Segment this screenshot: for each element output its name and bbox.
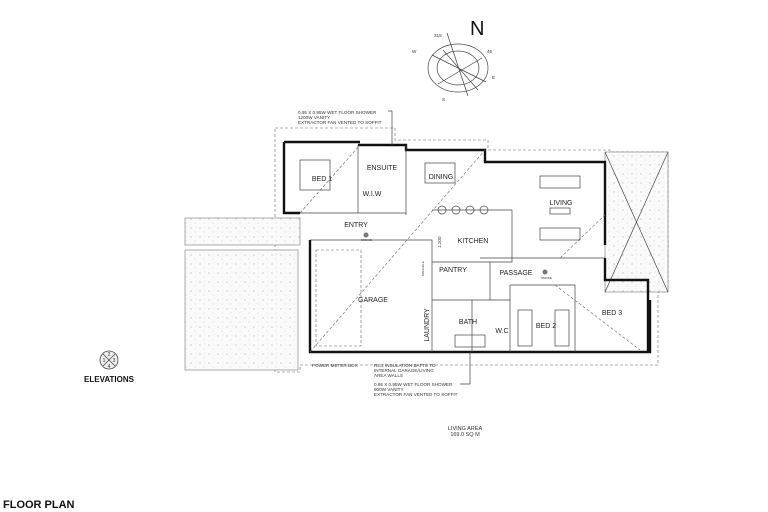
svg-text:0.95 X 0.95W WET FLOOR SHOWER: 0.95 X 0.95W WET FLOOR SHOWER: [298, 110, 377, 115]
svg-text:900W VANITY: 900W VANITY: [374, 387, 404, 392]
manhole-label: MANHOLE: [421, 261, 425, 276]
smoke-label: SMOKE: [541, 276, 552, 280]
room-pantry: PANTRY: [439, 267, 467, 274]
room-passage: PASSAGE: [500, 270, 533, 277]
elevations-label: ELEVATIONS: [84, 375, 135, 384]
svg-text:R2.2 INSULATION BATTS TO: R2.2 INSULATION BATTS TO: [374, 363, 436, 368]
elevations-key: 2 1 3 4 ELEVATIONS: [84, 350, 135, 384]
room-wiw: W.I.W: [363, 191, 382, 198]
svg-text:2: 2: [108, 352, 111, 358]
svg-text:EXTRACTOR FAN VENTED TO SOFFIT: EXTRACTOR FAN VENTED TO SOFFIT: [374, 392, 458, 397]
svg-text:3: 3: [113, 358, 116, 364]
paved-area-upper: [184, 217, 301, 246]
room-bed-2: BED 2: [536, 323, 556, 330]
svg-text:4: 4: [108, 364, 111, 370]
compass-mark: S: [442, 97, 445, 102]
compass-mark: 45: [487, 49, 493, 54]
svg-text:1200W VANITY: 1200W VANITY: [298, 115, 330, 120]
power-meter-note: POWER METER BOX: [312, 363, 358, 368]
room-bath: BATH: [459, 319, 477, 326]
svg-text:AREA WALLS: AREA WALLS: [374, 373, 403, 378]
room-kitchen: KITCHEN: [458, 238, 489, 245]
room-living: LIVING: [550, 200, 573, 207]
room-wc: W.C: [495, 328, 508, 335]
bath-shower-note: 0.95 X 0.95W WET FLOOR SHOWER 900W VANIT…: [374, 352, 471, 397]
drawing-title: FLOOR PLAN: [3, 499, 75, 511]
dimension-label: 1.200: [437, 236, 442, 248]
walls: [282, 140, 652, 354]
room-dining: DINING: [429, 174, 454, 181]
room-bed-1: BED 1: [312, 176, 332, 183]
living-area-value: 169.0 SQ M: [450, 432, 480, 438]
north-compass: N 315 45 W E S: [412, 18, 495, 102]
compass-mark: E: [492, 75, 495, 80]
compass-mark: W: [412, 49, 417, 54]
svg-text:INTERNAL GARAGE/LIVING: INTERNAL GARAGE/LIVING: [374, 368, 434, 373]
room-bed-3: BED 3: [602, 310, 622, 317]
svg-text:1: 1: [103, 358, 106, 364]
svg-text:EXTRACTOR FAN VENTED TO SOFFIT: EXTRACTOR FAN VENTED TO SOFFIT: [298, 120, 382, 125]
insulation-note: R2.2 INSULATION BATTS TO INTERNAL GARAGE…: [374, 363, 436, 378]
room-laundry: LAUNDRY: [424, 308, 431, 342]
smoke-label: SMOKE: [361, 238, 372, 242]
room-ensuite: ENSUITE: [367, 165, 398, 172]
compass-mark: 315: [434, 33, 442, 38]
paved-area-lower: [184, 249, 299, 371]
room-entry: ENTRY: [344, 222, 368, 229]
living-area-label: LIVING AREA: [448, 426, 483, 432]
room-garage: GARAGE: [358, 297, 388, 304]
north-label: N: [470, 18, 484, 40]
svg-text:0.95 X 0.95W WET FLOOR SHOWER: 0.95 X 0.95W WET FLOOR SHOWER: [374, 382, 453, 387]
furniture: [299, 159, 581, 348]
ensuite-shower-note: 0.95 X 0.95W WET FLOOR SHOWER 1200W VANI…: [298, 110, 393, 145]
